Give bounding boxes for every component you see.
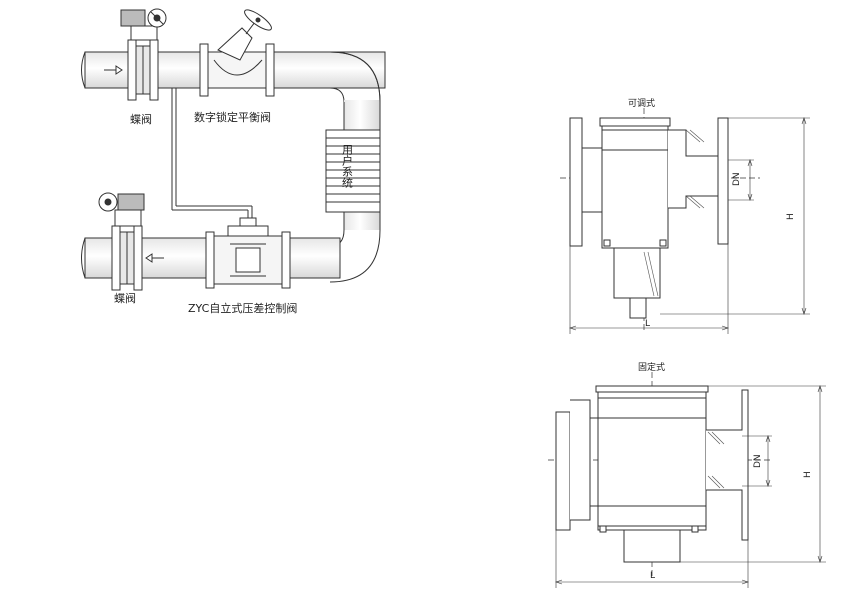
adjustable-type-drawing <box>560 108 810 334</box>
fixed-h-label: H <box>803 471 813 478</box>
flange-right <box>265 43 275 97</box>
adjustable-h-label: H <box>786 213 796 220</box>
adjustable-title: 可调式 <box>628 97 655 109</box>
label-user-system: 用户系统 <box>341 144 354 188</box>
fixed-type-drawing <box>548 372 826 588</box>
balance-valve <box>207 9 272 89</box>
fixed-title: 固定式 <box>638 361 665 373</box>
flange-left <box>199 43 209 97</box>
butterfly-valve-bottom <box>98 192 145 291</box>
installation-diagram <box>81 8 386 291</box>
fixed-dn-label: DN <box>753 454 763 468</box>
diff-pressure-valve <box>205 217 291 289</box>
butterfly-valve-top <box>120 8 167 101</box>
label-butterfly-valve-top: 蝶阀 <box>130 112 152 126</box>
label-butterfly-valve-bottom: 蝶阀 <box>114 291 136 305</box>
adjustable-dn-label: DN <box>732 172 742 186</box>
flow-arrow-left <box>145 253 164 263</box>
fixed-l-label: L <box>650 571 655 581</box>
impulse-line <box>171 88 253 222</box>
flow-arrow-right <box>104 65 123 75</box>
adjustable-l-label: L <box>645 319 650 329</box>
label-balance-valve: 数字锁定平衡阀 <box>194 110 271 124</box>
label-diff-pressure-valve: ZYC自立式压差控制阀 <box>188 301 297 315</box>
user-system <box>325 129 381 213</box>
